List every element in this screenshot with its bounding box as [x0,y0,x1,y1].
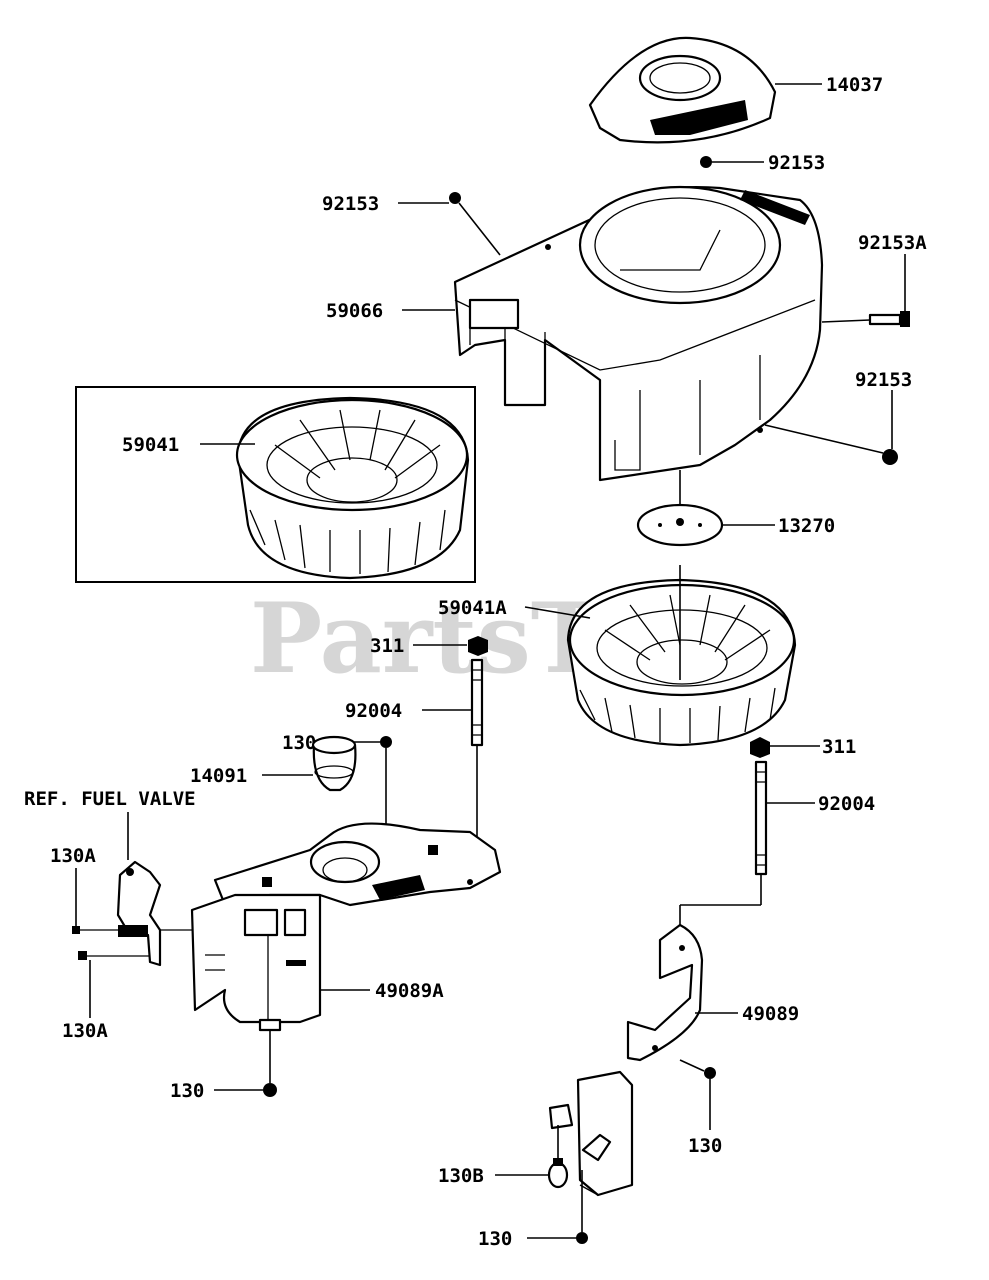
part-59066-blower-housing[interactable] [453,185,824,482]
callout-130-right[interactable]: 130 [688,1135,722,1157]
part-92004-left-stud[interactable] [470,658,484,747]
fuel-valve-bracket[interactable] [116,860,192,967]
part-130-top-bolt[interactable] [380,736,392,748]
callout-311-left[interactable]: 311 [370,635,404,657]
part-130-left-bolt[interactable] [263,1083,277,1097]
part-311-right-nut[interactable] [750,737,770,758]
callout-59066[interactable]: 59066 [326,300,383,322]
part-92153A-bolt[interactable] [868,311,910,327]
callout-92004-right[interactable]: 92004 [818,793,875,815]
part-92153-top-nut[interactable] [700,156,712,168]
callout-92153-top[interactable]: 92153 [768,152,825,174]
part-49089-baffle[interactable] [548,923,704,1197]
part-92153-left-nut[interactable] [449,192,461,204]
callout-130-left[interactable]: 130 [170,1080,204,1102]
callout-14091[interactable]: 14091 [190,765,247,787]
part-130A-top-screw[interactable] [72,926,118,934]
callout-92153A[interactable]: 92153A [858,232,927,254]
callout-311-right[interactable]: 311 [822,736,856,758]
part-59041A-flywheel[interactable] [566,578,797,747]
callout-92153-left[interactable]: 92153 [322,193,379,215]
part-130-bottom-bolt[interactable] [576,1232,588,1244]
callout-92153-right[interactable]: 92153 [855,369,912,391]
callout-130-bottom[interactable]: 130 [478,1228,512,1250]
part-92153-right-nut[interactable] [882,449,898,465]
callout-130A-top[interactable]: 130A [50,845,96,867]
part-59041-flywheel[interactable] [235,396,470,580]
callout-49089A[interactable]: 49089A [375,980,444,1002]
callout-14037[interactable]: 14037 [826,74,883,96]
ref-fuel-valve-note: REF. FUEL VALVE [24,788,196,810]
option-box-59041 [75,386,476,583]
callout-130A-bottom[interactable]: 130A [62,1020,108,1042]
part-92004-right-stud[interactable] [754,760,768,876]
part-49089A-baffle[interactable] [190,822,502,1032]
callout-130B[interactable]: 130B [438,1165,484,1187]
callout-13270[interactable]: 13270 [778,515,835,537]
callout-130-top[interactable]: 130 [282,732,316,754]
callout-59041[interactable]: 59041 [122,434,179,456]
part-311-left-nut[interactable] [468,636,488,656]
part-14091-collar[interactable] [311,735,357,792]
part-130B-bolt[interactable] [547,1158,569,1189]
part-13270-plate[interactable] [636,503,724,547]
callout-49089[interactable]: 49089 [742,1003,799,1025]
part-14037-screen[interactable] [588,36,777,144]
callout-92004-left[interactable]: 92004 [345,700,402,722]
callout-59041A[interactable]: 59041A [438,597,507,619]
part-130-right-bolt[interactable] [704,1067,716,1079]
part-130A-bottom-screw[interactable] [78,951,150,960]
